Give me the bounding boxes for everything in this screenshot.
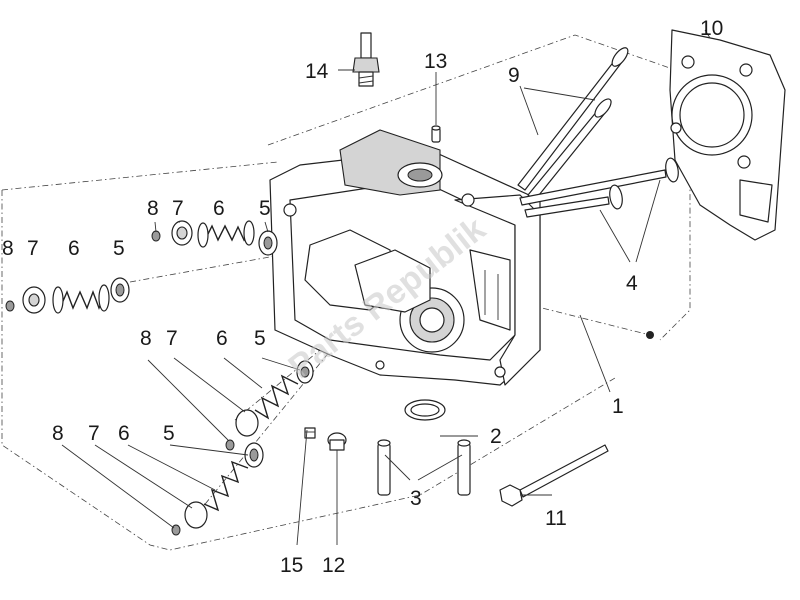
leader-lines (61, 29, 711, 546)
callout-5-row2: 5 (113, 237, 125, 260)
callout-6-row1: 6 (213, 197, 225, 220)
callout-7-row2: 7 (27, 237, 39, 260)
callout-8-row2: 8 (2, 237, 14, 260)
callout-14: 14 (305, 60, 329, 83)
spark-plug (352, 32, 380, 87)
callout-1: 1 (612, 395, 624, 418)
valve-spring-set-upper-right (151, 220, 278, 256)
head-bolt (499, 444, 609, 507)
plug-cap (327, 432, 347, 451)
callout-12: 12 (322, 554, 345, 577)
head-gasket (669, 29, 786, 241)
callout-5-row3: 5 (254, 327, 266, 350)
callout-7-row1: 7 (172, 197, 184, 220)
callout-9: 9 (508, 64, 520, 87)
valve-spring-set-upper-left (5, 277, 130, 314)
o-ring-seal (404, 399, 446, 421)
callout-2: 2 (490, 425, 502, 448)
dowel-pins (377, 439, 471, 496)
callout-13: 13 (424, 50, 447, 73)
callout-6-row2: 6 (68, 237, 80, 260)
valve-spring-set-lower-right (225, 360, 314, 451)
callout-7-row4: 7 (88, 422, 100, 445)
callout-4: 4 (626, 272, 638, 295)
callout-8-row3: 8 (140, 327, 152, 350)
callout-labels: 14 13 9 10 4 1 2 3 11 15 12 8 7 6 5 8 7 … (2, 17, 723, 577)
callout-5-row4: 5 (163, 422, 175, 445)
callout-10: 10 (700, 17, 723, 40)
callout-8-row1: 8 (147, 197, 159, 220)
stud (431, 125, 441, 143)
callout-15: 15 (280, 554, 303, 577)
callout-7-row3: 7 (166, 327, 178, 350)
callout-5-row1: 5 (259, 197, 271, 220)
valves (517, 47, 679, 218)
cylinder-head (269, 129, 541, 386)
valve-spring-set-lower-left (171, 442, 264, 536)
callout-8-row4: 8 (52, 422, 64, 445)
callout-3: 3 (410, 487, 422, 510)
callout-11: 11 (545, 507, 567, 530)
callout-6-row3: 6 (216, 327, 228, 350)
callout-6-row4: 6 (118, 422, 130, 445)
